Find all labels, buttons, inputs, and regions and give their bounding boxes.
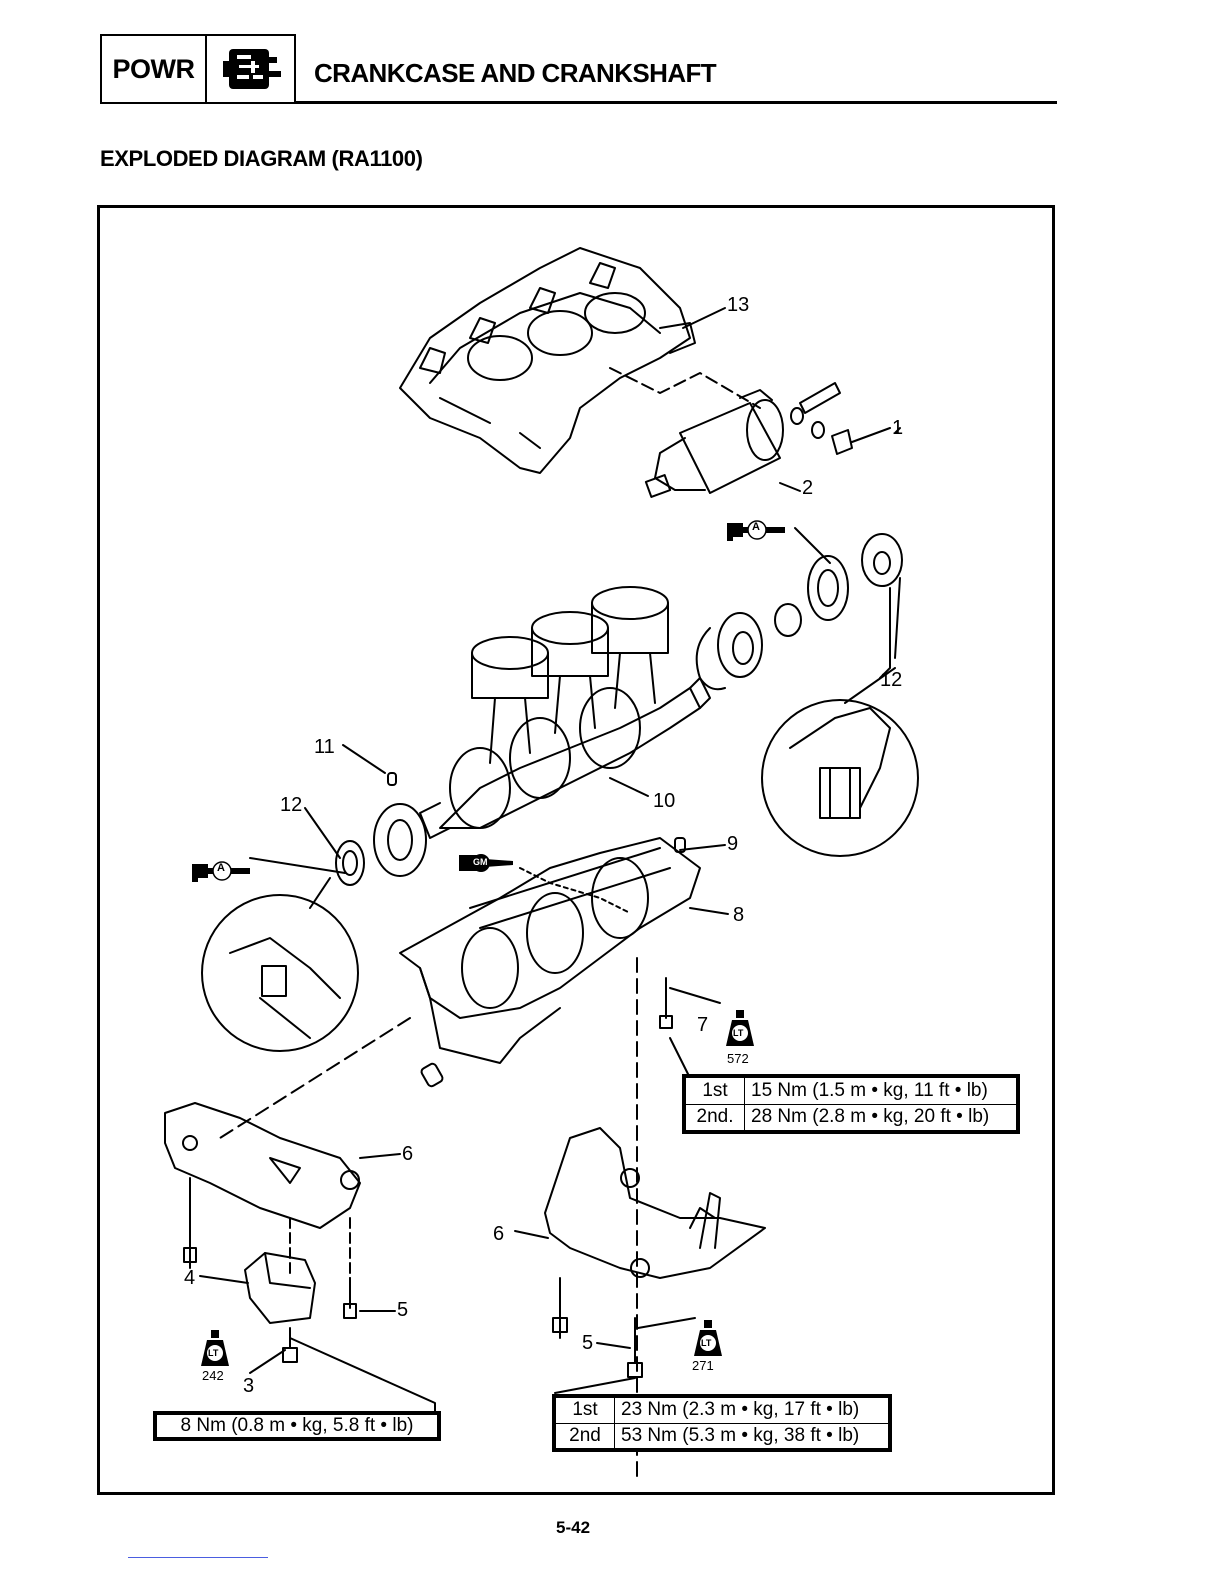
mount-bolt-rear [555,1318,695,1393]
torque-step: 1st [686,1078,745,1105]
torque-step: 2nd [556,1423,615,1449]
callout-5-rear: 5 [582,1333,593,1353]
grease-a-symbol-left: A [190,856,265,884]
callout-12-left: 12 [280,795,302,815]
callout-13: 13 [727,295,749,315]
torque-spec-mount-front: 8 Nm (0.8 m • kg, 5.8 ft • lb) [153,1411,441,1441]
torque-spec-crankcase: 1st 15 Nm (1.5 m • kg, 11 ft • lb) 2nd. … [682,1074,1020,1134]
torque-row-2nd: 2nd. 28 Nm (2.8 m • kg, 20 ft • lb) [686,1104,1017,1131]
starter-motor [646,390,783,497]
callout-7: 7 [697,1015,708,1035]
loctite-242-code: 242 [202,1368,224,1383]
upper-crankcase [400,248,695,473]
page-title: CRANKCASE AND CRANKSHAFT [314,58,716,89]
torque-value: 15 Nm (1.5 m • kg, 11 ft • lb) [745,1078,1017,1105]
callout-5-front: 5 [397,1300,408,1320]
engine-mount-rear [545,1128,765,1278]
callout-1: 1 [892,418,903,438]
starter-bolt [791,383,890,454]
section-title: EXPLODED DIAGRAM (RA1100) [100,146,423,172]
torque-value: 53 Nm (5.3 m • kg, 38 ft • lb) [615,1423,889,1449]
page-number: 5-42 [556,1518,590,1538]
footer-underline [128,1557,268,1558]
engine-block-icon [207,36,294,102]
main-bearing [336,773,426,885]
rubber-mount [245,1253,315,1323]
callout-9: 9 [727,834,738,854]
page-header: POWR CRANKCASE AND CRANKSHAFT [100,34,1057,106]
torque-step: 1st [556,1398,615,1424]
torque-row-2nd: 2nd 53 Nm (5.3 m • kg, 38 ft • lb) [556,1423,889,1449]
section-badge: POWR [100,34,296,104]
header-rule [296,101,1057,104]
seal-detail-left [202,895,358,1051]
diagram-frame: 13 1 2 12 11 10 12 9 8 7 6 6 4 5 5 3 A A… [97,205,1055,1495]
engine-mount-front [165,1103,360,1228]
loctite-572-icon: LT [720,1008,760,1054]
sealant-gm-symbol: GM [457,851,517,875]
loctite-572-code: 572 [727,1051,749,1066]
callout-2: 2 [802,478,813,498]
grease-a-symbol-top: A [725,515,800,543]
section-code: POWR [102,36,207,102]
callout-8: 8 [733,905,744,925]
callout-11: 11 [314,737,335,757]
crankcase-bolt [660,978,720,1078]
mount-bolt-front [283,1328,435,1413]
callout-3: 3 [243,1376,254,1396]
loctite-271-code: 271 [692,1358,714,1373]
seal-detail-right [762,700,918,856]
torque-spec-mount-rear: 1st 23 Nm (2.3 m • kg, 17 ft • lb) 2nd 5… [552,1394,892,1452]
callout-6-front: 6 [402,1144,413,1164]
torque-value: 23 Nm (2.3 m • kg, 17 ft • lb) [615,1398,889,1424]
callout-4: 4 [184,1268,195,1288]
torque-row-1st: 1st 23 Nm (2.3 m • kg, 17 ft • lb) [556,1398,889,1424]
torque-step: 2nd. [686,1104,745,1131]
lower-crankcase [400,838,700,1088]
callout-12-right: 12 [880,670,902,690]
exploded-diagram [100,208,1052,1492]
callout-6-rear: 6 [493,1224,504,1244]
torque-value: 28 Nm (2.8 m • kg, 20 ft • lb) [745,1104,1017,1131]
callout-10: 10 [653,791,675,811]
torque-row-1st: 1st 15 Nm (1.5 m • kg, 11 ft • lb) [686,1078,1017,1105]
oil-seal-parts [697,534,902,689]
torque-row: 8 Nm (0.8 m • kg, 5.8 ft • lb) [157,1415,438,1438]
torque-value: 8 Nm (0.8 m • kg, 5.8 ft • lb) [157,1415,438,1438]
